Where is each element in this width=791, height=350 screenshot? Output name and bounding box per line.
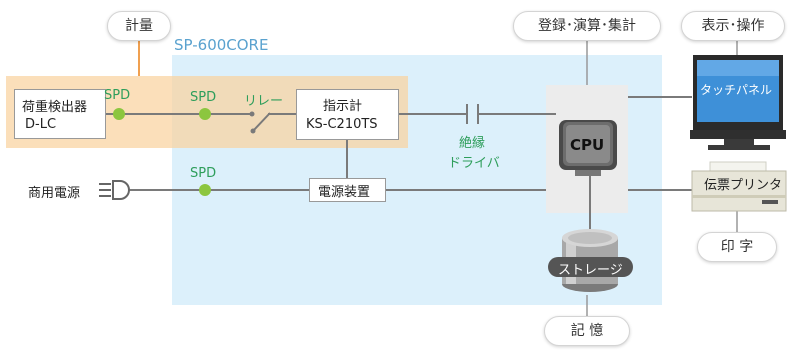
spd-label-relay: SPD — [190, 90, 217, 105]
indicator-name: 指示計 — [323, 99, 363, 114]
bubble-register: 登録･演算･集計 — [513, 11, 661, 41]
commercial-power-label: 商用電源 — [28, 186, 81, 201]
load-cell-model: D-LC — [25, 117, 57, 132]
system-label: SP-600CORE — [174, 36, 269, 54]
relay-label: リレー — [244, 94, 284, 109]
cpu-label: CPU — [570, 136, 605, 154]
isolation-label-1: 絶縁 — [459, 136, 486, 151]
relay-contact-left — [249, 111, 255, 117]
power-plug-icon — [99, 180, 130, 200]
indicator-box — [296, 89, 399, 140]
spd-label-loadcell: SPD — [104, 88, 131, 103]
bubble-print: 印 字 — [697, 232, 777, 262]
isolation-label-2: ドライバ — [448, 156, 500, 171]
spd-label-power: SPD — [190, 166, 217, 181]
indicator-model: KS-C210TS — [306, 117, 378, 132]
cpu-chip-icon — [559, 120, 617, 176]
bubble-display: 表示･操作 — [681, 11, 785, 41]
touch-panel-icon — [690, 55, 786, 150]
spd-dot-relay — [199, 108, 211, 120]
power-unit-label: 電源装置 — [318, 185, 371, 200]
printer-label: 伝票プリンタ — [704, 178, 783, 193]
slip-printer-icon — [691, 161, 787, 212]
load-cell-name: 荷重検出器 — [22, 100, 88, 115]
spd-dot-loadcell — [113, 108, 125, 120]
bubble-weighing: 計量 — [107, 11, 171, 41]
relay-switch — [252, 112, 271, 132]
load-cell-box — [14, 89, 106, 139]
spd-dot-power — [199, 184, 211, 196]
storage-label: ストレージ — [558, 263, 623, 278]
storage-label-pill — [548, 257, 633, 277]
bubble-memory: 記 憶 — [544, 316, 630, 346]
touch-panel-label: タッチパネル — [700, 83, 773, 97]
relay-contact-bottom — [250, 128, 256, 134]
power-unit-box — [309, 178, 386, 202]
